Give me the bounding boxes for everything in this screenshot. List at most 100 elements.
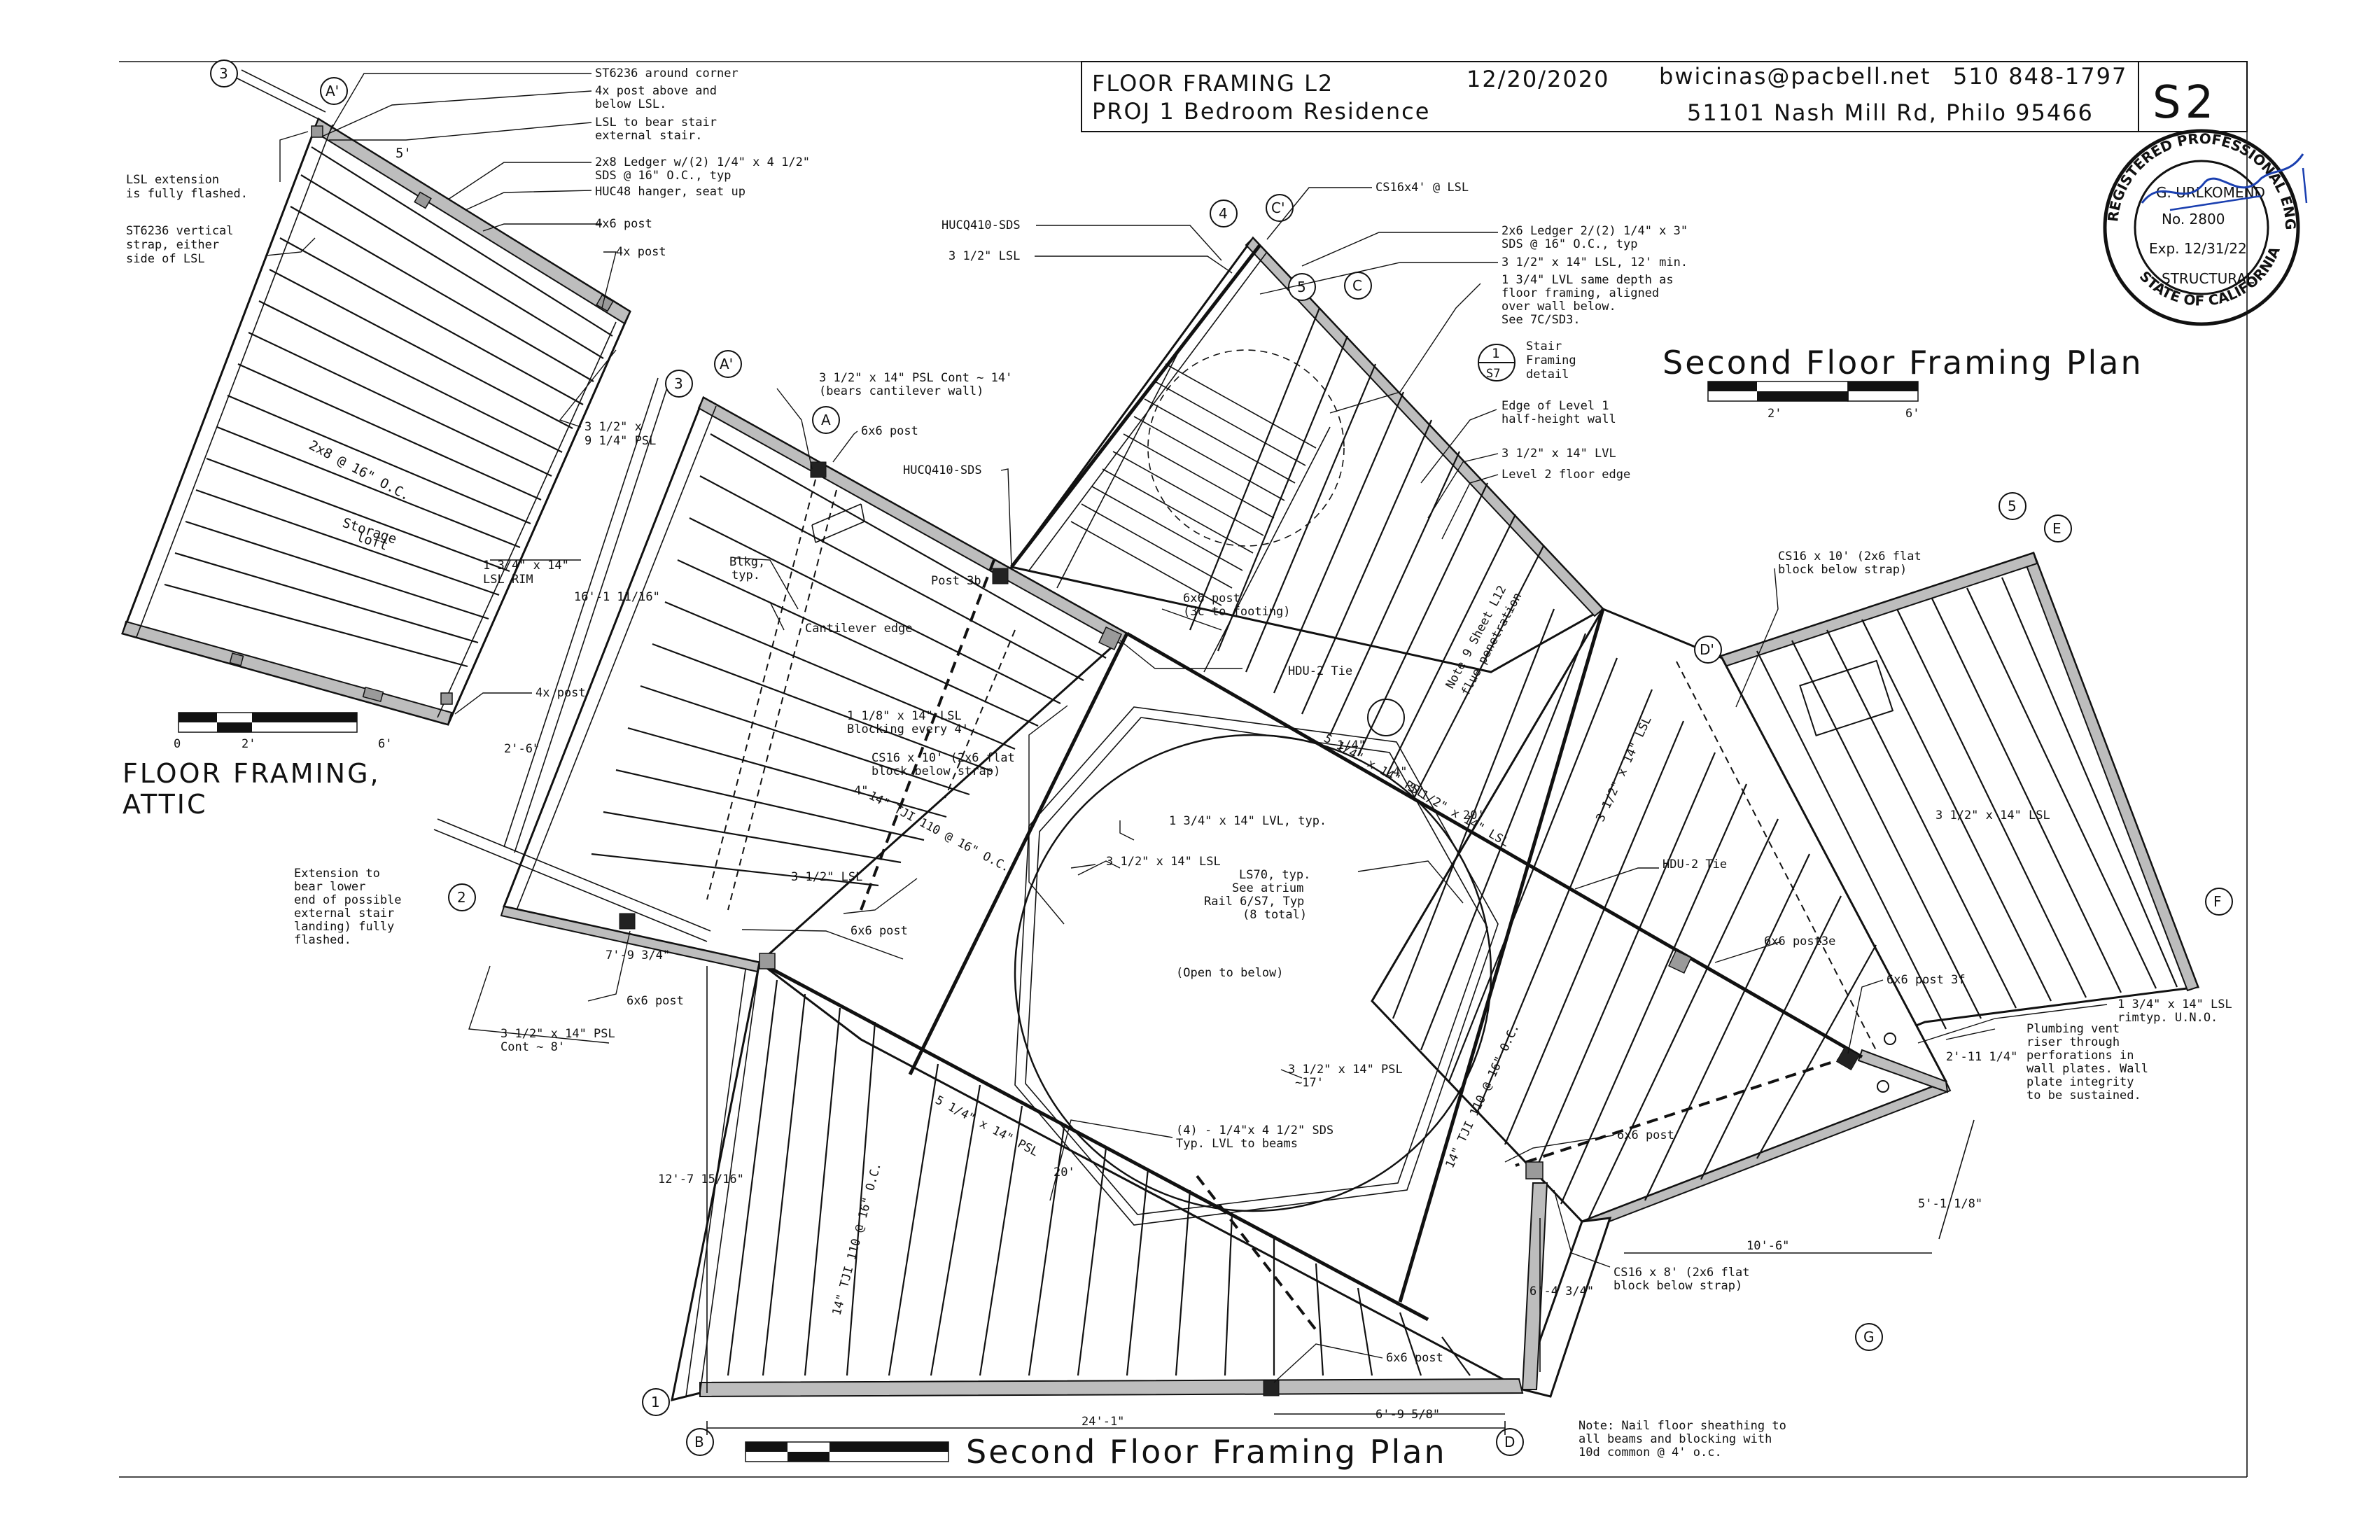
svg-text:2': 2' (1768, 407, 1782, 421)
post-3b (992, 568, 1009, 584)
svg-text:landing) fully: landing) fully (294, 920, 394, 934)
svg-text:(4) - 1/4"x 4 1/2" SDS: (4) - 1/4"x 4 1/2" SDS (1176, 1124, 1334, 1138)
stair-treads (1056, 342, 1345, 673)
svg-text:HDU-2 Tie: HDU-2 Tie (1662, 858, 1727, 872)
svg-text:4": 4" (1393, 765, 1407, 779)
plan-title-top: Second Floor Framing Plan 2' 6' (1662, 344, 2141, 421)
attic-title-line2: ATTIC (122, 789, 208, 820)
sheet-number: S2 (2152, 77, 2218, 129)
dim-5ft: 5' (396, 146, 412, 161)
svg-text:flashed.: flashed. (294, 933, 351, 947)
svg-text:HUC48 hanger, seat up: HUC48 hanger, seat up (595, 185, 746, 199)
project-name: PROJ 1 Bedroom Residence (1092, 98, 1430, 125)
svg-text:wall plates. Wall: wall plates. Wall (2026, 1062, 2148, 1076)
main-beam-c (908, 632, 1129, 1076)
svg-text:rimtyp. U.N.O.: rimtyp. U.N.O. (2118, 1011, 2218, 1025)
svg-text:Blkg,: Blkg, (729, 555, 765, 569)
svg-text:See atrium: See atrium (1232, 881, 1303, 895)
seal-discipline: STRUCTURAL (2162, 270, 2255, 287)
atrium-opening (1014, 734, 1492, 1212)
svg-text:strap, either: strap, either (126, 238, 219, 252)
svg-text:ST6236 vertical: ST6236 vertical (126, 224, 234, 238)
svg-text:4x post above and: 4x post above and (595, 84, 717, 98)
main-beam-d (1398, 608, 1605, 1303)
svg-text:(bears cantilever wall): (bears cantilever wall) (819, 384, 983, 398)
post-3f (1835, 1046, 1861, 1071)
svg-text:4x6 post: 4x6 post (595, 217, 652, 231)
svg-text:6x6 post: 6x6 post (1617, 1128, 1674, 1142)
svg-text:3 1/2" x 14" LVL: 3 1/2" x 14" LVL (1502, 447, 1616, 461)
svg-text:CS16 x 8' (2x6 flat: CS16 x 8' (2x6 flat (1614, 1266, 1749, 1280)
svg-text:6': 6' (1905, 407, 1919, 421)
grid-bubbles: 3 A' 3 A' A 4 C' 5 C 5 E D' F G 2 1 B D (210, 59, 2233, 1456)
svg-text:2x6 Ledger 2/(2) 1/4" x 3": 2x6 Ledger 2/(2) 1/4" x 3" (1502, 224, 1688, 238)
svg-text:4x post: 4x post (536, 686, 586, 700)
svg-text:10'-6": 10'-6" (1746, 1239, 1789, 1253)
svg-text:half-height wall: half-height wall (1502, 412, 1616, 426)
wing3-joists (1756, 577, 2178, 1030)
svg-text:block below strap): block below strap) (1778, 563, 1907, 577)
title-block: FLOOR FRAMING L2 12/20/2020 bwicinas@pac… (1081, 61, 2248, 132)
svg-text:LSL extension: LSL extension (126, 173, 219, 187)
svg-text:LSL RIM: LSL RIM (483, 573, 533, 587)
svg-text:3 1/2" x 14" PSL: 3 1/2" x 14" PSL (500, 1027, 615, 1041)
svg-text:2': 2' (241, 737, 255, 751)
wing1-joists (591, 433, 1107, 887)
svg-text:1 1/8" x 14" LSL: 1 1/8" x 14" LSL (847, 709, 962, 723)
svg-text:Plumbing vent: Plumbing vent (2026, 1022, 2120, 1036)
svg-text:3 1/2" x 14" PSL: 3 1/2" x 14" PSL (1288, 1063, 1403, 1077)
svg-text:5: 5 (2008, 498, 2017, 514)
svg-text:4x post: 4x post (616, 245, 666, 259)
wing2-joists (1189, 307, 1544, 799)
svg-text:C': C' (1271, 200, 1284, 216)
svg-text:3 1/2" x 14" LSL, 12' min.: 3 1/2" x 14" LSL, 12' min. (1502, 255, 1688, 270)
svg-text:to be sustained.: to be sustained. (2026, 1088, 2141, 1102)
svg-text:5: 5 (1297, 279, 1306, 295)
svg-text:6x6 post: 6x6 post (850, 924, 908, 938)
main-beam-a (1126, 631, 1863, 1059)
svg-text:~17': ~17' (1295, 1076, 1324, 1090)
svg-text:3 1/2" x 14" LSL: 3 1/2" x 14" LSL (1106, 855, 1221, 869)
svg-text:3: 3 (219, 65, 228, 82)
svg-text:side of LSL: side of LSL (126, 252, 205, 266)
svg-text:2: 2 (457, 889, 466, 906)
svg-text:1 3/4" LVL same depth as: 1 3/4" LVL same depth as (1502, 273, 1674, 287)
post-a (810, 461, 827, 478)
svg-text:external stair: external stair (294, 906, 394, 920)
svg-text:F: F (2213, 893, 2222, 910)
post-bottom (1263, 1380, 1280, 1396)
svg-text:S7: S7 (1486, 367, 1500, 381)
svg-text:end of possible: end of possible (294, 893, 402, 907)
attic-joists (164, 146, 613, 668)
plan-title-bottom: Second Floor Framing Plan (745, 1433, 1445, 1471)
post-2 (759, 953, 776, 969)
sheet-date: 12/20/2020 (1466, 66, 1609, 92)
svg-text:12'-7 15/16": 12'-7 15/16" (658, 1172, 744, 1186)
svg-text:floor framing, aligned: floor framing, aligned (1502, 286, 1659, 300)
svg-text:B: B (694, 1434, 704, 1450)
project-address: 51101 Nash Mill Rd, Philo 95466 (1687, 99, 2094, 126)
svg-text:block below strap): block below strap) (872, 764, 1000, 778)
svg-text:24'-1": 24'-1" (1082, 1415, 1124, 1429)
svg-text:HUCQ410-SDS: HUCQ410-SDS (903, 463, 982, 477)
attic-title-line1: FLOOR FRAMING, (122, 758, 381, 789)
svg-text:A: A (821, 412, 831, 428)
svg-text:1: 1 (651, 1394, 660, 1410)
svg-text:6x6 post: 6x6 post (861, 424, 918, 438)
svg-text:6x6 post 3f: 6x6 post 3f (1886, 973, 1966, 987)
svg-text:3 1/2" LSL: 3 1/2" LSL (948, 249, 1020, 263)
svg-text:4": 4" (854, 784, 868, 798)
post-left (619, 913, 636, 930)
svg-text:detail: detail (1526, 368, 1569, 382)
svg-text:3 1/2" x 14" PSL Cont ~ 14': 3 1/2" x 14" PSL Cont ~ 14' (819, 371, 1012, 385)
svg-text:6x6 post: 6x6 post (1183, 592, 1240, 606)
svg-text:See 7C/SD3.: See 7C/SD3. (1502, 313, 1581, 327)
svg-text:D': D' (1700, 641, 1714, 658)
svg-text:3 1/2" x 14" LSL: 3 1/2" x 14" LSL (1935, 808, 2050, 822)
svg-text:2x8 Ledger w/(2) 1/4" x 4 1/2": 2x8 Ledger w/(2) 1/4" x 4 1/2" (595, 155, 810, 169)
post-3c (1098, 626, 1122, 650)
svg-text:(8 total): (8 total) (1242, 908, 1307, 922)
svg-text:2'-6": 2'-6" (504, 742, 540, 756)
svg-text:SDS @ 16" O.C., typ: SDS @ 16" O.C., typ (1502, 237, 1637, 251)
